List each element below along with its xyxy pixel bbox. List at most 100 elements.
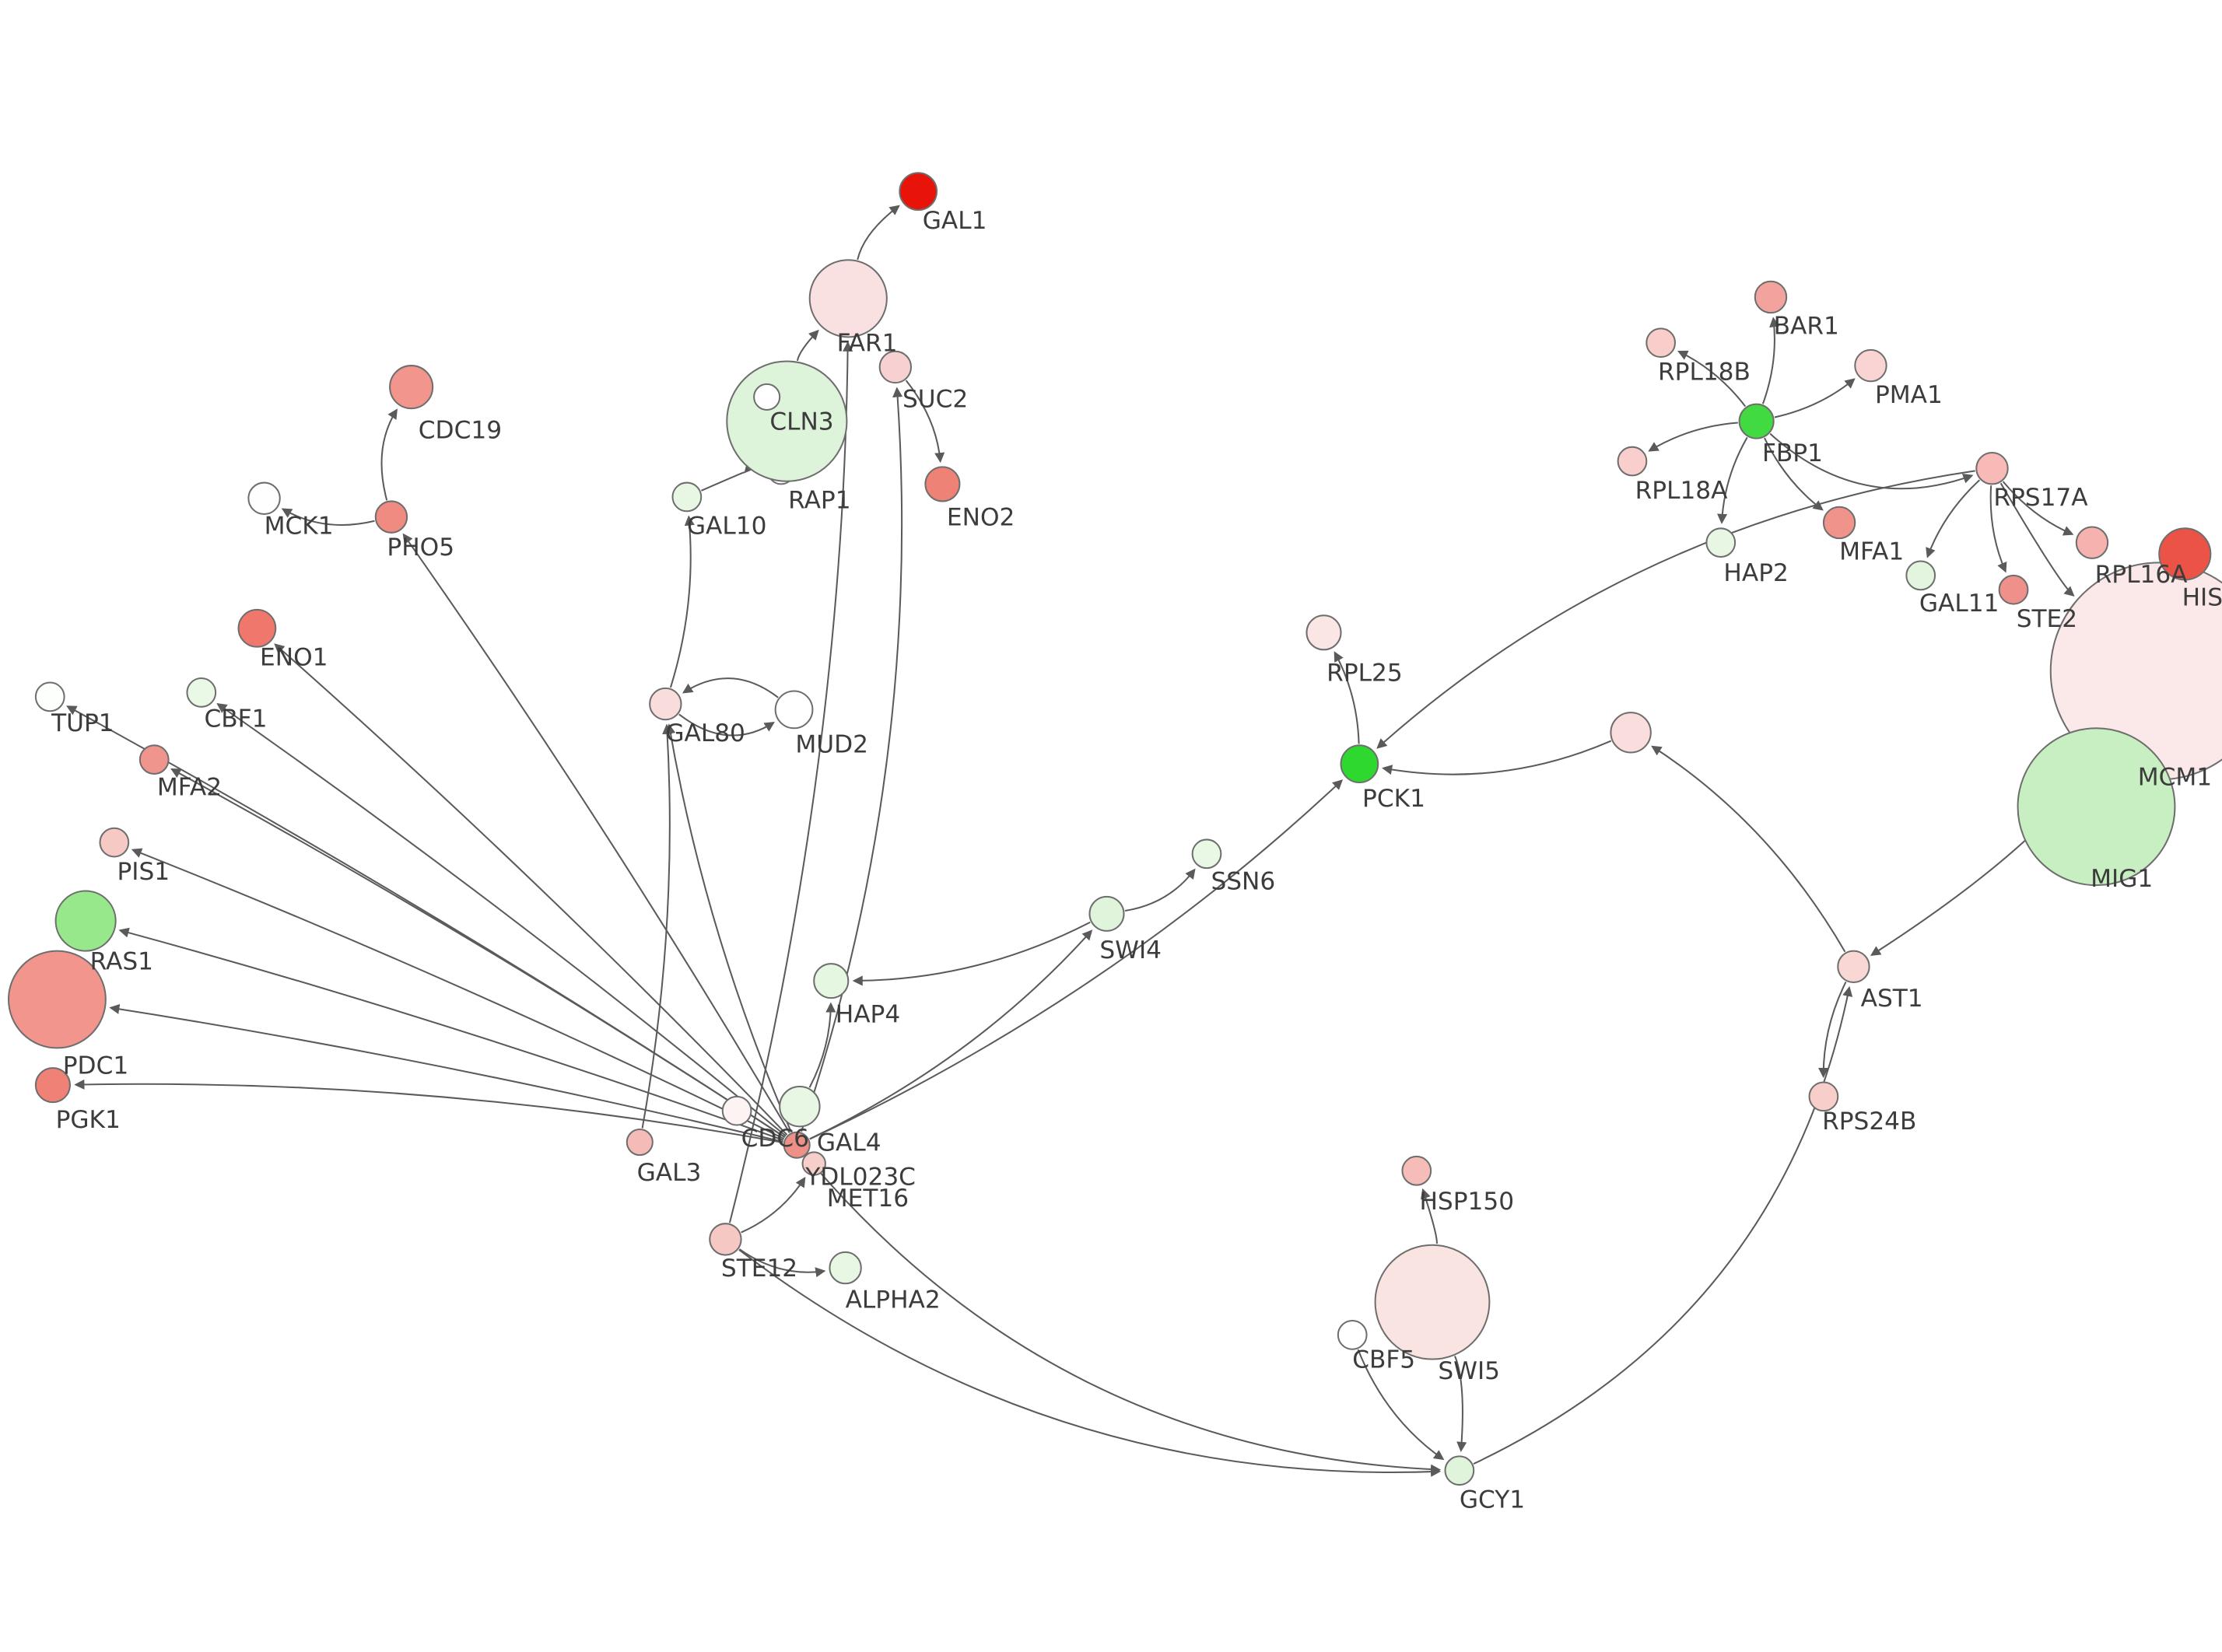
edge-far1-gal1[interactable] [857, 205, 900, 261]
edge-cbf5-gcy1[interactable] [1357, 1349, 1445, 1461]
node-eno2[interactable] [924, 466, 961, 502]
edge-fbp1-hap2[interactable] [1717, 436, 1748, 524]
edge-swi5-gcy1[interactable] [1454, 1356, 1467, 1452]
edge-gal4-eno1[interactable] [274, 643, 788, 1136]
edge-rps17a-rpl16a[interactable] [2002, 481, 2074, 536]
edge-gal80-gal10[interactable] [669, 515, 695, 688]
node-node2[interactable] [753, 383, 781, 411]
edge-fbp1-pma1[interactable] [1774, 378, 1856, 418]
edge-ste12-alpha2[interactable] [738, 1248, 826, 1278]
edge-ast1-node1[interactable] [1651, 745, 1846, 953]
edge-gal3-gal80[interactable] [641, 723, 673, 1129]
node-gal4[interactable] [783, 1131, 811, 1159]
node-swi4[interactable] [1088, 895, 1125, 932]
node-node1[interactable] [1610, 712, 1652, 754]
edge-gal4-pho5[interactable] [402, 533, 790, 1133]
node-rpl25[interactable] [1306, 614, 1342, 651]
node-ste12[interactable] [709, 1223, 742, 1256]
node-tup1[interactable] [34, 681, 65, 712]
node-his4[interactable] [2158, 527, 2212, 581]
edge-node1-pck1[interactable] [1382, 740, 1612, 775]
node-ras1[interactable] [54, 890, 117, 952]
edge-gal4-suc2[interactable] [801, 387, 903, 1132]
node-cdc6[interactable] [721, 1095, 752, 1126]
edge-mud2-gal80[interactable] [682, 677, 779, 698]
node-cdc19[interactable] [389, 365, 434, 410]
node-far1[interactable] [808, 259, 888, 338]
edge-ydl023c-hap4[interactable] [808, 1002, 836, 1088]
node-rpl16a[interactable] [2075, 526, 2109, 559]
edge-gal4-pgk1[interactable] [74, 1079, 783, 1143]
edge-fbp1-bar1[interactable] [1761, 317, 1780, 404]
node-suc2[interactable] [878, 350, 913, 384]
node-pma1[interactable] [1854, 348, 1887, 383]
node-swi5[interactable] [1374, 1244, 1491, 1360]
edge-gal10-cln3[interactable] [700, 462, 755, 492]
node-bar1[interactable] [1754, 280, 1788, 314]
edge-cln3-far1[interactable] [796, 329, 819, 362]
edge-gal4-mfa2[interactable] [170, 768, 786, 1138]
edge-gal4-gcy1[interactable] [805, 1155, 1442, 1475]
edge-fbp1-rps17a[interactable] [1769, 432, 1974, 490]
edge-gal80-mud2[interactable] [678, 713, 775, 737]
edge-ste12-far1[interactable] [728, 341, 853, 1223]
edge-gal4-ras1[interactable] [118, 927, 784, 1141]
edge-ste12-met16[interactable] [741, 1176, 806, 1234]
edge-swi4-ssn6[interactable] [1124, 868, 1196, 912]
node-alpha2[interactable] [829, 1251, 862, 1285]
edge-pck1-rpl25[interactable] [1334, 651, 1360, 744]
node-gal1[interactable] [899, 172, 938, 212]
node-pis1[interactable] [99, 827, 130, 858]
edge-gal4-swi4[interactable] [809, 929, 1093, 1140]
node-gal3[interactable] [626, 1129, 654, 1157]
node-hsp150[interactable] [1401, 1155, 1432, 1186]
edge-rps17a-mcm1[interactable] [1999, 482, 2075, 597]
node-pho5[interactable] [374, 500, 408, 534]
node-mig1[interactable] [2017, 727, 2176, 887]
edge-gal4-gal80[interactable] [665, 723, 792, 1132]
edge-ast1-rps24b[interactable] [1818, 981, 1847, 1079]
node-met16[interactable] [801, 1151, 826, 1176]
edge-rps17a-gal11[interactable] [1926, 479, 1981, 558]
node-cbf5[interactable] [1337, 1319, 1368, 1350]
node-pck1[interactable] [1340, 744, 1379, 784]
node-gcy1[interactable] [1444, 1455, 1475, 1486]
edge-fbp1-rpl18b[interactable] [1677, 350, 1747, 408]
edge-pho5-cdc19[interactable] [380, 408, 398, 501]
node-pgk1[interactable] [34, 1067, 71, 1104]
edge-gcy1-ast1[interactable] [1473, 985, 1853, 1465]
edge-gal4-pis1[interactable] [131, 848, 785, 1140]
node-mfa1[interactable] [1822, 506, 1856, 540]
edge-swi5-hsp150[interactable] [1421, 1188, 1438, 1244]
node-mud2[interactable] [774, 690, 814, 730]
node-rps24b[interactable] [1808, 1081, 1839, 1112]
node-ste2[interactable] [1998, 574, 2029, 605]
node-mck1[interactable] [247, 481, 281, 515]
edge-suc2-eno2[interactable] [905, 380, 945, 464]
edge-gal4-cbf1[interactable] [216, 702, 787, 1137]
node-rps17a[interactable] [1975, 452, 2009, 485]
node-ast1[interactable] [1837, 950, 1870, 983]
node-ssn6[interactable] [1191, 838, 1222, 870]
node-ydl023c[interactable] [779, 1085, 821, 1128]
edge-rps17a-ste2[interactable] [1989, 485, 2007, 573]
node-rpl18b[interactable] [1645, 327, 1677, 359]
node-hap4[interactable] [813, 963, 850, 999]
edge-pho5-mck1[interactable] [281, 508, 375, 527]
node-rpl18a[interactable] [1617, 446, 1648, 477]
edge-swi4-hap4[interactable] [852, 921, 1091, 986]
node-mfa2[interactable] [138, 744, 170, 775]
edge-gal4-pck1[interactable] [809, 779, 1344, 1140]
node-hap2[interactable] [1705, 527, 1737, 558]
node-gal80[interactable] [649, 687, 682, 721]
node-cbf1[interactable] [186, 677, 217, 708]
node-gal11[interactable] [1905, 560, 1936, 591]
node-pdc1[interactable] [8, 950, 107, 1049]
edge-fbp1-mfa1[interactable] [1764, 437, 1824, 511]
node-fbp1[interactable] [1738, 403, 1775, 439]
node-eno1[interactable] [237, 608, 277, 648]
edge-ste12-gcy1[interactable] [738, 1248, 1442, 1477]
edge-fbp1-rpl18a[interactable] [1648, 422, 1738, 452]
